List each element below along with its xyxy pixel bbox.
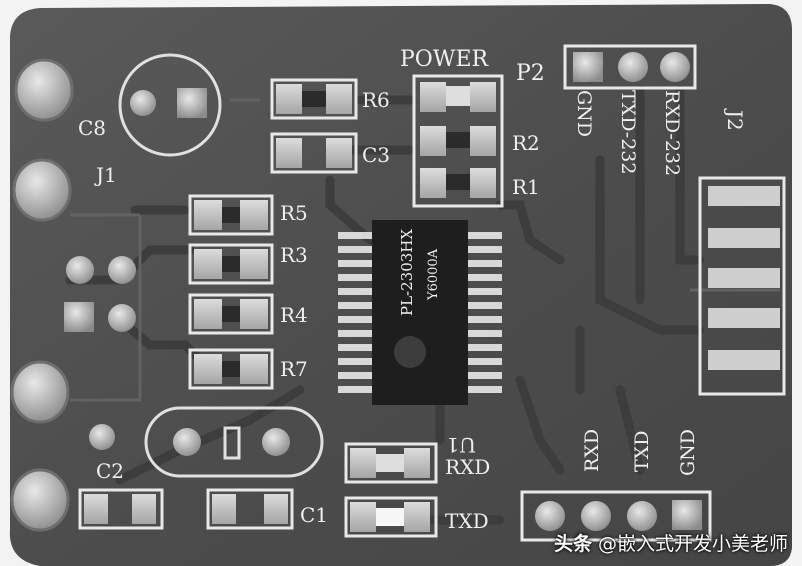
label-r5: R5	[280, 201, 308, 225]
label-r1: R1	[512, 175, 540, 199]
u1-right-pins	[468, 232, 502, 393]
label-rxd: RXD	[445, 455, 490, 479]
label-j1: J1	[94, 163, 117, 187]
u1-left-pins	[338, 232, 372, 393]
label-txd: TXD	[445, 509, 489, 533]
label-power: POWER	[400, 47, 490, 72]
label-gnd-top: GND	[573, 90, 595, 137]
label-r7: R7	[280, 357, 308, 381]
label-rxd-232: RXD-232	[661, 90, 683, 176]
label-c1: C1	[300, 503, 328, 527]
r6-c3-components	[270, 78, 358, 174]
label-c3: C3	[362, 143, 390, 167]
bottom-header	[520, 490, 712, 542]
label-c2: C2	[96, 459, 124, 483]
label-u1: U1	[446, 433, 476, 457]
label-rxd-vertical: RXD	[581, 429, 603, 472]
rxd-txd-leds	[344, 442, 438, 538]
label-r6: R6	[362, 88, 390, 112]
label-r4: R4	[280, 303, 308, 327]
label-j2: J2	[723, 108, 747, 131]
u1-chip: PL-2303HX Y6000A	[338, 220, 502, 405]
chip-marking-1: PL-2303HX	[398, 229, 416, 316]
power-r2-r1-components	[412, 74, 504, 208]
label-txd-vertical: TXD	[631, 431, 653, 472]
watermark: 头条 @嵌入式开发小美老师	[554, 529, 788, 556]
silkscreen-lines	[70, 98, 780, 402]
label-r2: R2	[512, 131, 540, 155]
j1-through-holes	[64, 256, 136, 332]
j1-edge-pads	[10, 58, 74, 532]
label-gnd-vertical: GND	[677, 429, 699, 476]
c8-footprint	[118, 53, 222, 157]
j2-connector	[698, 176, 786, 396]
u1-chip-body	[372, 220, 468, 405]
chip-marking-2: Y6000A	[426, 248, 441, 301]
crystal-footprint	[144, 406, 324, 478]
watermark-platform: 头条	[553, 533, 592, 555]
label-c8: C8	[78, 116, 106, 140]
smd-resistors-left	[188, 194, 274, 390]
watermark-author: @嵌入式开发小美老师	[597, 533, 788, 555]
p2-header	[563, 44, 697, 90]
label-txd-232: TXD-232	[617, 90, 639, 174]
label-p2: P2	[516, 61, 545, 86]
c2-c1-components	[78, 424, 294, 530]
label-r3: R3	[280, 243, 308, 267]
